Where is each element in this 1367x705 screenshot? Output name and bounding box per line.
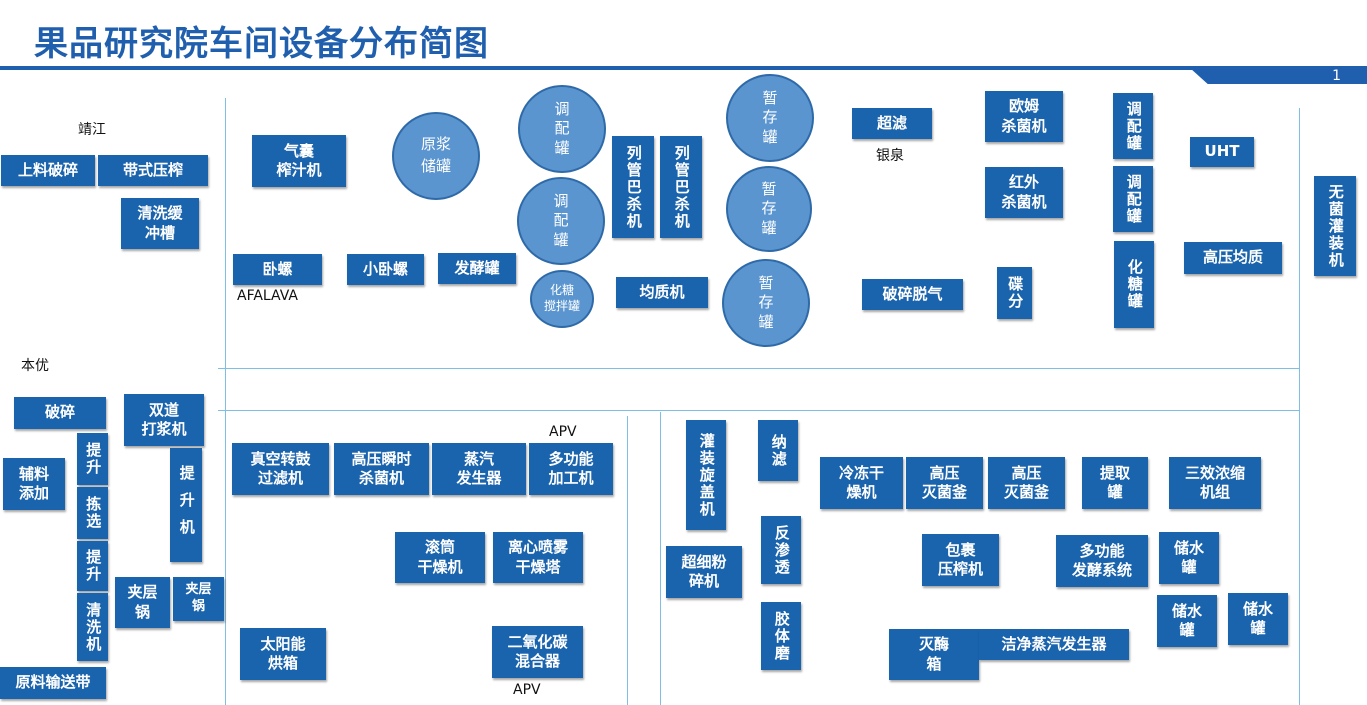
belt-press[interactable]: 带式压榨 bbox=[98, 155, 208, 186]
page-title: 果品研究院车间设备分布简图 bbox=[34, 24, 489, 64]
ohmic-sterilizer[interactable]: 欧姆 杀菌机 bbox=[985, 91, 1063, 142]
divider-left bbox=[225, 98, 226, 705]
drum-dryer[interactable]: 滚筒 干燥机 bbox=[395, 532, 485, 583]
co2-mixer[interactable]: 二氧化碳 混合器 bbox=[492, 626, 583, 678]
spray-dryer[interactable]: 离心喷雾 干燥塔 bbox=[493, 532, 583, 583]
double-beater[interactable]: 双道 打浆机 bbox=[124, 394, 204, 446]
solar-oven[interactable]: 太阳能 烘箱 bbox=[240, 628, 326, 680]
hp-sterilizer-kettle-1[interactable]: 高压 灭菌釜 bbox=[906, 457, 983, 509]
colloid-mill[interactable]: 胶体磨 bbox=[761, 602, 801, 670]
clean-steam-generator[interactable]: 洁净蒸汽发生器 bbox=[979, 629, 1129, 660]
elevator-3[interactable]: 提升机 bbox=[170, 448, 202, 562]
small-horizontal-screw[interactable]: 小卧螺 bbox=[347, 254, 424, 285]
sugar-tank[interactable]: 化糖罐 bbox=[1114, 241, 1154, 328]
vacuum-drum-filter[interactable]: 真空转鼓 过滤机 bbox=[232, 443, 329, 495]
fermentation-tank[interactable]: 发酵罐 bbox=[438, 253, 516, 284]
capping-filler[interactable]: 灌装旋盖机 bbox=[686, 420, 726, 530]
reverse-osmosis[interactable]: 反渗透 bbox=[761, 516, 801, 584]
high-pressure-homogenizer[interactable]: 高压均质 bbox=[1184, 242, 1282, 274]
aseptic-filler[interactable]: 无菌灌装机 bbox=[1314, 176, 1356, 276]
blending-tank-circle-2[interactable]: 调 配 罐 bbox=[517, 177, 605, 265]
freeze-dryer[interactable]: 冷冻干 燥机 bbox=[820, 457, 903, 509]
temp-storage-tank-1[interactable]: 暂 存 罐 bbox=[726, 74, 814, 162]
wrap-press[interactable]: 包裹 压榨机 bbox=[922, 534, 999, 586]
blending-tank-circle-1[interactable]: 调 配 罐 bbox=[518, 85, 606, 173]
divider-horizontal-2 bbox=[218, 410, 1300, 411]
tubular-pasteurizer-1[interactable]: 列管巴杀机 bbox=[612, 136, 654, 238]
divider-right bbox=[1299, 108, 1300, 705]
ultrafiltration[interactable]: 超滤 bbox=[852, 108, 932, 139]
water-tank-2[interactable]: 储水 罐 bbox=[1157, 595, 1217, 647]
sugar-mixer-tank[interactable]: 化糖 搅拌罐 bbox=[530, 270, 594, 328]
triple-effect-evaporator[interactable]: 三效浓缩 机组 bbox=[1169, 457, 1261, 509]
homogenizer[interactable]: 均质机 bbox=[616, 277, 708, 308]
hp-sterilizer-kettle-2[interactable]: 高压 灭菌釜 bbox=[988, 457, 1065, 509]
enzyme-kill-box[interactable]: 灭酶 箱 bbox=[889, 629, 979, 680]
crush-degas[interactable]: 破碎脱气 bbox=[862, 279, 963, 310]
multi-function-processor[interactable]: 多功能 加工机 bbox=[529, 443, 613, 495]
elevator-1[interactable]: 提升 bbox=[77, 433, 108, 485]
tubular-pasteurizer-2[interactable]: 列管巴杀机 bbox=[660, 136, 702, 238]
superfine-crusher[interactable]: 超细粉 碎机 bbox=[666, 546, 742, 598]
sorting[interactable]: 拣选 bbox=[77, 487, 108, 539]
title-underline bbox=[0, 66, 1367, 70]
feed-crusher[interactable]: 上料破碎 bbox=[1, 155, 95, 186]
raw-material-conveyor[interactable]: 原料输送带 bbox=[0, 667, 106, 699]
nanofiltration[interactable]: 纳滤 bbox=[758, 420, 798, 481]
washer[interactable]: 清洗机 bbox=[77, 593, 108, 661]
label-apv-top: APV bbox=[549, 424, 577, 440]
jacketed-kettle-1[interactable]: 夹层 锅 bbox=[115, 577, 170, 628]
label-jingjiang: 靖江 bbox=[78, 122, 106, 138]
label-yinquan: 银泉 bbox=[876, 148, 904, 164]
water-tank-1[interactable]: 储水 罐 bbox=[1159, 532, 1219, 584]
page-number-tab: 1 bbox=[1190, 68, 1367, 84]
extraction-tank[interactable]: 提取 罐 bbox=[1082, 457, 1148, 509]
steam-generator[interactable]: 蒸汽 发生器 bbox=[432, 443, 526, 495]
elevator-2[interactable]: 提升 bbox=[77, 541, 108, 591]
horizontal-screw[interactable]: 卧螺 bbox=[233, 254, 322, 285]
wash-buffer-tank[interactable]: 清洗缓 冲槽 bbox=[121, 198, 199, 249]
disc-separator[interactable]: 碟分 bbox=[997, 267, 1032, 319]
uht[interactable]: UHT bbox=[1190, 137, 1254, 167]
raw-pulp-tank[interactable]: 原浆 储罐 bbox=[392, 112, 480, 200]
label-apv-bottom: APV bbox=[513, 682, 541, 698]
label-benyou: 本优 bbox=[21, 358, 49, 374]
temp-storage-tank-2[interactable]: 暂 存 罐 bbox=[726, 166, 812, 252]
additive-feed[interactable]: 辅料 添加 bbox=[3, 458, 65, 510]
divider-lower-mid-1 bbox=[627, 416, 628, 705]
multi-function-fermentation[interactable]: 多功能 发酵系统 bbox=[1056, 535, 1148, 587]
label-afalava: AFALAVA bbox=[237, 288, 298, 304]
blending-tank-1[interactable]: 调配罐 bbox=[1113, 93, 1153, 159]
temp-storage-tank-3[interactable]: 暂 存 罐 bbox=[722, 259, 810, 347]
airbag-juicer[interactable]: 气囊 榨汁机 bbox=[252, 135, 346, 187]
hp-instant-sterilizer[interactable]: 高压瞬时 杀菌机 bbox=[334, 443, 429, 495]
water-tank-3[interactable]: 储水 罐 bbox=[1228, 593, 1288, 645]
page-number: 1 bbox=[1332, 68, 1341, 84]
infrared-sterilizer[interactable]: 红外 杀菌机 bbox=[985, 167, 1063, 218]
divider-lower-mid-2 bbox=[660, 412, 661, 705]
blending-tank-2[interactable]: 调配罐 bbox=[1113, 166, 1153, 232]
divider-horizontal-1 bbox=[218, 368, 1300, 369]
jacketed-kettle-2[interactable]: 夹层 锅 bbox=[173, 577, 224, 621]
crusher[interactable]: 破碎 bbox=[14, 397, 106, 429]
